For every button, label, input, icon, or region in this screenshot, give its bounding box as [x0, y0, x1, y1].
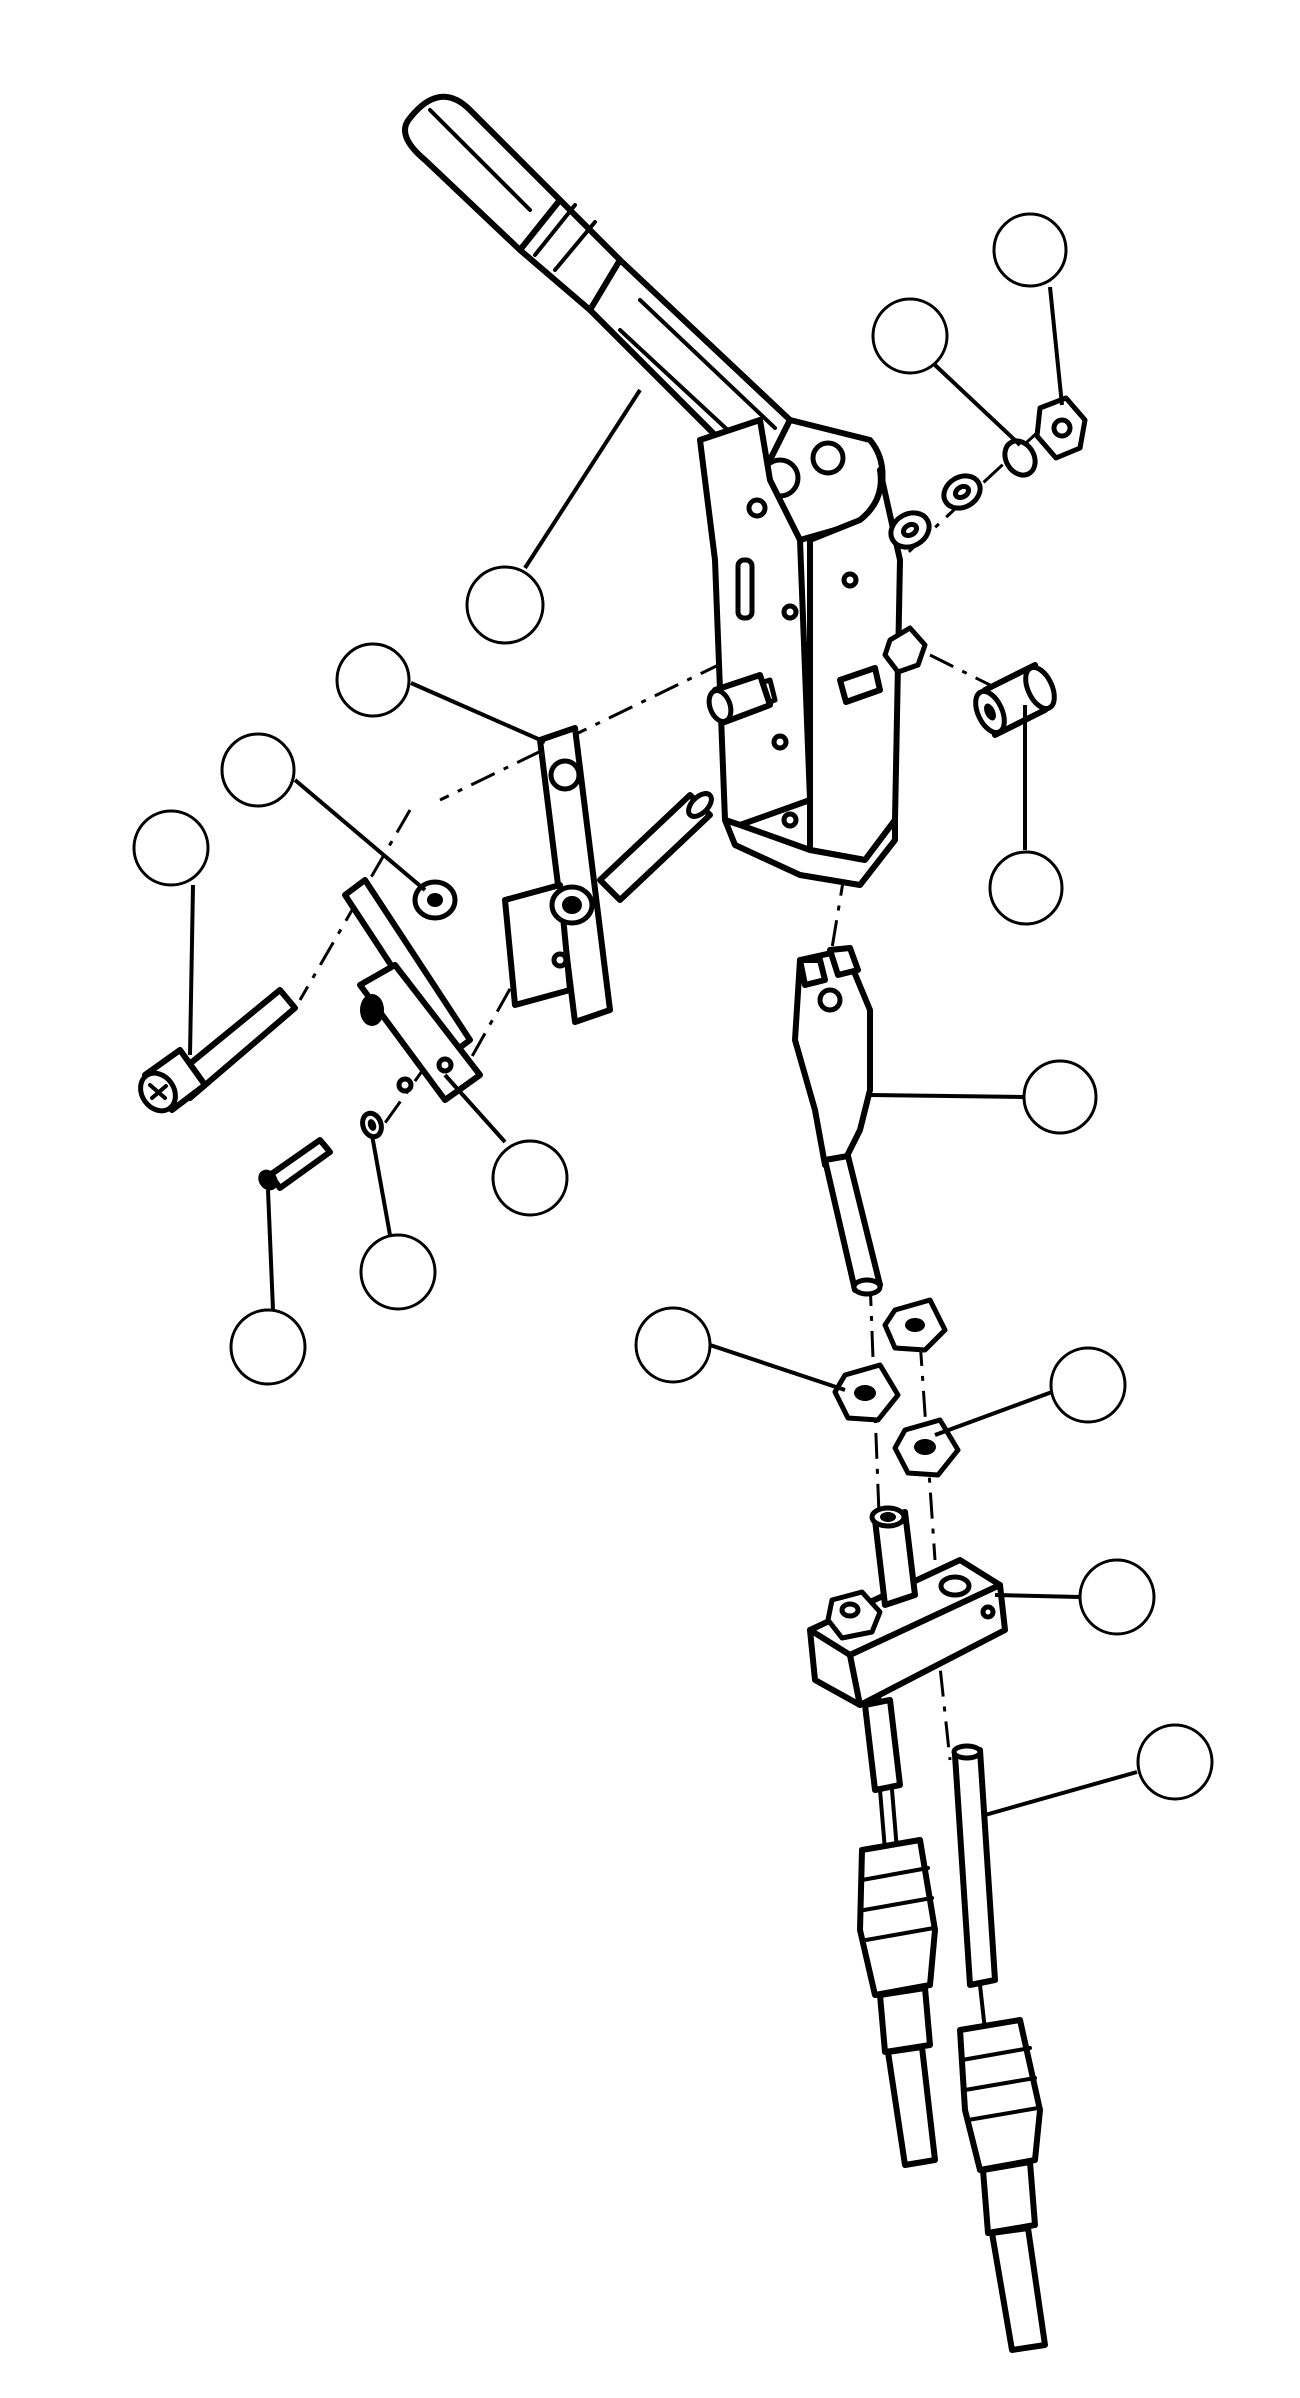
pawl-washer	[412, 879, 458, 921]
callout-balloon	[992, 212, 1068, 288]
callout-balloon	[229, 1308, 307, 1386]
pawl-lever	[342, 877, 483, 1103]
callout-balloon	[359, 1233, 437, 1311]
cable-right	[957, 2017, 1048, 2353]
callout-balloon	[1078, 1558, 1156, 1636]
cable-left	[857, 1697, 938, 2168]
spacer-tube	[973, 662, 1057, 738]
callout-balloon	[871, 297, 949, 375]
callout-balloon	[1136, 1723, 1214, 1801]
lock-nuts	[832, 1297, 961, 1478]
callout-balloon	[220, 732, 296, 808]
callout-balloon	[132, 809, 210, 887]
callout-balloon	[988, 850, 1064, 926]
callout-balloon	[491, 1139, 569, 1217]
callout-balloon	[634, 1306, 712, 1384]
leader-lines	[188, 286, 1138, 1817]
callout-balloon	[465, 565, 545, 645]
callout-balloon	[1022, 1059, 1098, 1135]
pivot-hardware	[882, 395, 1088, 675]
ratchet-plate	[502, 725, 714, 1025]
cap-screw	[138, 987, 298, 1114]
threaded-rod	[951, 1743, 998, 2032]
callout-balloon	[335, 642, 411, 718]
callout-balloons	[132, 212, 1214, 1801]
clevis-fork	[792, 945, 883, 1297]
anchor-block	[807, 1505, 1008, 1708]
callout-balloon	[1049, 1346, 1127, 1424]
bracket-pin	[706, 672, 773, 725]
small-screw	[258, 1110, 384, 1191]
hand-lever	[402, 93, 886, 543]
